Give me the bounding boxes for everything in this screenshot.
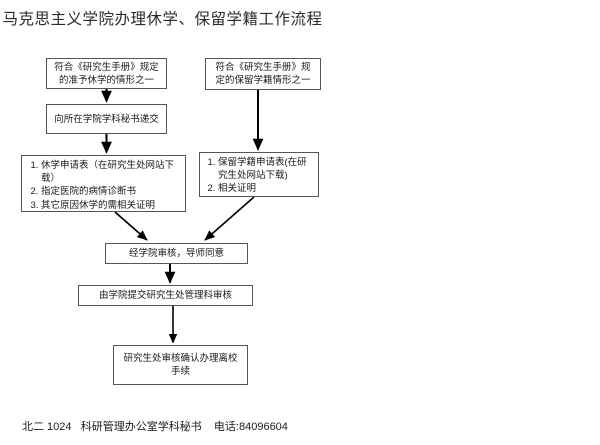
list-item: 保留学籍申请表(在研究生处网站下载): [218, 157, 313, 182]
edge-right2-merge1: [204, 196, 255, 241]
page-title: 马克思主义学院办理休学、保留学籍工作流程: [2, 11, 323, 28]
node-checkout-procedure: 研究生处审核确认办理离校手续: [113, 345, 248, 385]
node-college-review-text: 经学院审核，导师同意: [128, 248, 224, 259]
node-graduate-office-review-text: 由学院提交研究生处管理科审核: [98, 290, 232, 301]
node-leave-materials-list: 休学申请表（在研究生处网站下载） 指定医院的病情诊断书 其它原因休学的需相关证明: [21, 155, 186, 212]
list-item: 其它原因休学的需相关证明: [41, 200, 180, 213]
edge-left3-merge1: [114, 211, 148, 241]
node-left-condition: 符合《研究生手册》规定的准予休学的情形之一: [46, 58, 167, 89]
list-item: 相关证明: [218, 183, 313, 196]
leave-materials-items: 休学申请表（在研究生处网站下载） 指定医院的病情诊断书 其它原因休学的需相关证明: [27, 160, 180, 212]
footer-contact: 北二 1024 科研管理办公室学科秘书 电话:84096604: [22, 421, 288, 433]
node-college-review: 经学院审核，导师同意: [105, 243, 248, 264]
retain-status-materials-items: 保留学籍申请表(在研究生处网站下载) 相关证明: [205, 157, 313, 196]
node-submit-to-secretary: 向所在学院学科秘书递交: [46, 104, 167, 134]
node-right-condition-text: 符合《研究生手册》规定的保留学籍情形之一: [215, 62, 311, 86]
list-item: 休学申请表（在研究生处网站下载）: [41, 160, 180, 185]
node-right-condition: 符合《研究生手册》规定的保留学籍情形之一: [205, 58, 321, 90]
node-submit-to-secretary-text: 向所在学院学科秘书递交: [54, 113, 159, 125]
node-checkout-procedure-text: 研究生处审核确认办理离校手续: [123, 353, 238, 377]
node-left-condition-text: 符合《研究生手册》规定的准予休学的情形之一: [54, 61, 159, 86]
node-graduate-office-review: 由学院提交研究生处管理科审核: [78, 285, 253, 306]
list-item: 指定医院的病情诊断书: [41, 186, 180, 199]
node-retain-status-materials-list: 保留学籍申请表(在研究生处网站下载) 相关证明: [199, 152, 319, 197]
